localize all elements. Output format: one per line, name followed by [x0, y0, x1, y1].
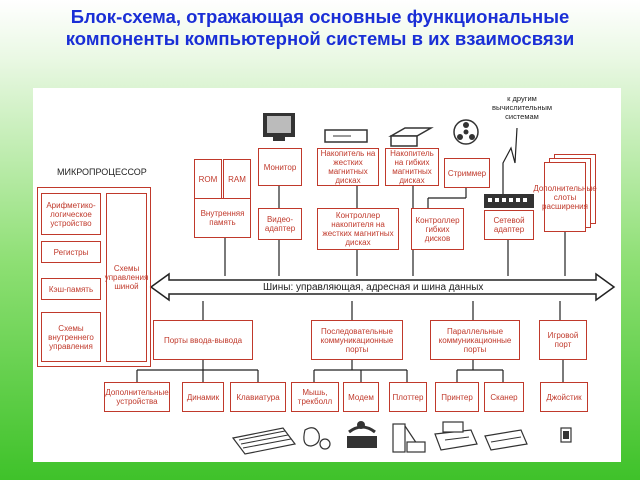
control-circuits-box: Схемы внутреннего управления: [41, 312, 101, 362]
keyboard-box: Клавиатура: [230, 382, 286, 412]
parallel-ports-box: Параллельные коммуникационные порты: [430, 320, 520, 360]
hdd-controller-box: Контроллер накопителя на жестких магнитн…: [317, 208, 399, 250]
page-title: Блок-схема, отражающая основные функцион…: [65, 6, 575, 49]
connector-lines: [114, 127, 616, 382]
cache-box: Кэш-память: [41, 278, 101, 300]
mouse-box: Мышь, трекболл: [291, 382, 339, 412]
rom-box: ROM: [194, 159, 222, 199]
diagram-panel: МИКРОПРОЦЕССОР Арифметико-логическое уст…: [33, 88, 621, 462]
speaker-box: Динамик: [182, 382, 224, 412]
hdd-box: Накопитель на жестких магнитных дисках: [317, 148, 379, 186]
fdd-box: Накопитель на гибких магнитных дисках: [385, 148, 439, 186]
fdd-controller-box: Контроллер гибких дисков: [411, 208, 464, 250]
additional-devices-box: Дополнительные устройства: [104, 382, 170, 412]
scanner-box: Сканер: [484, 382, 524, 412]
expansion-slots-box: Дополнительные слоты расширения: [533, 162, 597, 232]
alu-box: Арифметико-логическое устройство: [41, 193, 101, 235]
game-port-box: Игровой порт: [539, 320, 587, 360]
internal-memory-box: Внутренняя память: [194, 198, 251, 238]
bus-arrow: [149, 272, 616, 302]
registers-box: Регистры: [41, 241, 101, 263]
joystick-box: Джойстик: [540, 382, 588, 412]
cpu-label: МИКРОПРОЦЕССОР: [57, 167, 147, 177]
modem-box: Модем: [343, 382, 379, 412]
network-adapter-box: Сетевой адаптер: [484, 210, 534, 240]
serial-ports-box: Последовательные коммуникационные порты: [311, 320, 403, 360]
other-systems-label: к другим вычислительным системам: [491, 94, 553, 121]
cpu-block: [37, 187, 151, 367]
io-ports-box: Порты ввода-вывода: [153, 320, 253, 360]
bus-control-box: Схемы управления шиной: [105, 193, 148, 362]
streamer-box: Стриммер: [444, 158, 490, 188]
plotter-box: Плоттер: [389, 382, 427, 412]
printer-box: Принтер: [435, 382, 479, 412]
ram-box: RAM: [223, 159, 251, 199]
monitor-box: Монитор: [258, 148, 302, 186]
video-adapter-box: Видео-адаптер: [258, 208, 302, 240]
bus-label: Шины: управляющая, адресная и шина данны…: [263, 282, 484, 293]
